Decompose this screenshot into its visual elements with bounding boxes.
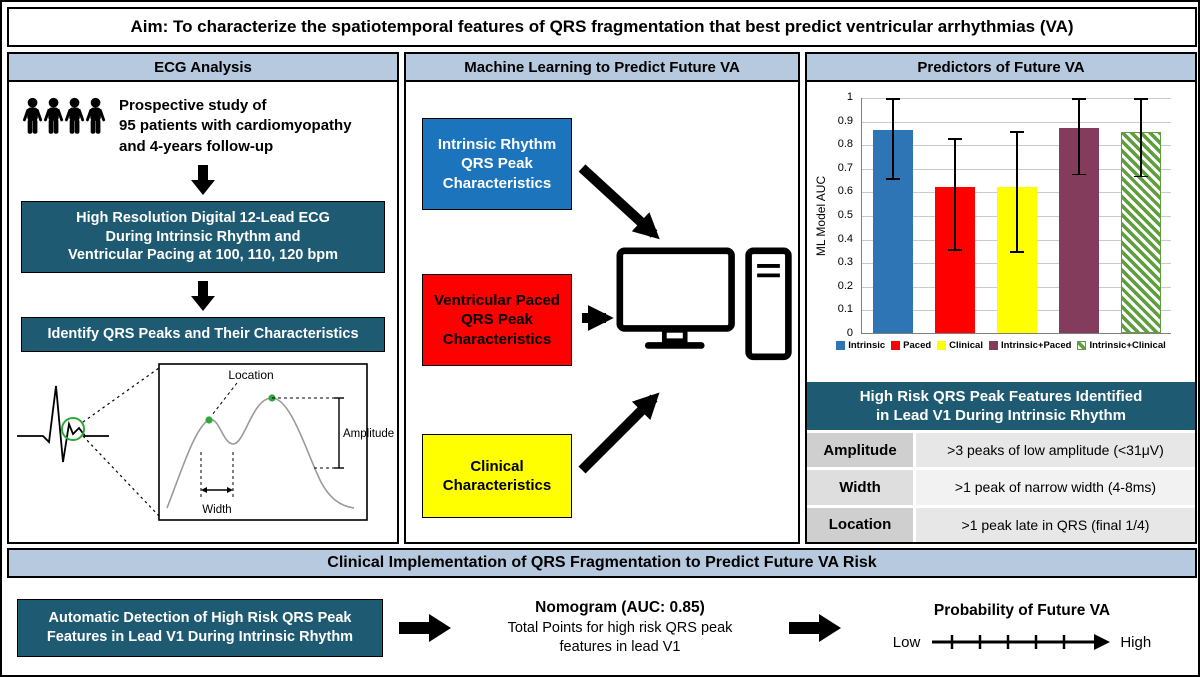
legend-label: Paced [903,340,932,351]
probability-scale: Low High [857,630,1187,654]
y-tick-label: 0.6 [837,185,853,198]
error-bar-cap [1010,131,1024,133]
y-tick-label: 0.5 [837,209,853,221]
nomogram-subtitle: Total Points for high risk QRS peak feat… [507,619,733,656]
features-table: Amplitude>3 peaks of low amplitude (<31μ… [807,430,1195,542]
error-bar-cap [1010,251,1024,253]
feature-label: Amplitude [807,433,913,468]
ecg-panel-body: Prospective study of 95 patients with ca… [9,82,397,542]
nomogram-block: Nomogram (AUC: 0.85) Total Points for hi… [467,598,773,658]
scale-high-label: High [1120,633,1152,651]
feature-value: >3 peaks of low amplitude (<31μV) [916,433,1195,468]
error-bar-cap [948,249,962,251]
legend-label: Intrinsic+Clinical [1089,340,1166,351]
features-table-header: High Risk QRS Peak Features Identified i… [807,382,1195,430]
intrinsic-rhythm-box: Intrinsic Rhythm QRS Peak Characteristic… [422,118,572,210]
ventricular-paced-box: Ventricular Paced QRS Peak Characteristi… [422,274,572,366]
panel-predictors: Predictors of Future VA ML Model AUC Int… [805,52,1197,544]
error-bar-cap [1072,173,1086,176]
right-arrow-icon [789,614,841,642]
peak-inset-box [158,363,368,521]
y-tick-label: 0 [846,327,853,339]
gridline [862,121,1171,123]
error-bar [1140,98,1142,176]
computer-icon [616,247,792,361]
svg-text:Amplitude: Amplitude [343,428,394,440]
ml-panel-title: Machine Learning to Predict Future VA [406,54,798,82]
qrs-notch-highlight [61,417,85,442]
legend-label: Clinical [949,340,983,351]
error-bar-cap [886,178,900,180]
legend-item: Intrinsic+Clinical [1077,340,1166,351]
ecg-trace [17,386,109,463]
y-tick-label: 0.1 [837,303,853,316]
legend-label: Intrinsic+Paced [1000,340,1072,351]
error-bar-cap [1134,175,1148,178]
error-bar-cap [886,98,900,100]
gridline [862,98,1171,99]
probability-scale-axis [932,634,1111,650]
people-icon [23,96,107,143]
legend-swatch [836,341,846,350]
feature-label: Location [807,507,913,542]
study-summary: Prospective study of 95 patients with ca… [9,82,397,157]
main-panels: ECG Analysis [7,52,1197,544]
feature-value: >1 peak of narrow width (4-8ms) [916,470,1195,505]
identify-peaks-box: Identify QRS Peaks and Their Characteris… [21,317,385,353]
ml-panel-body: Intrinsic Rhythm QRS Peak Characteristic… [406,82,798,542]
panel-ecg-analysis: ECG Analysis [7,52,399,544]
probability-title: Probability of Future VA [933,602,1111,619]
clinical-implementation-title: Clinical Implementation of QRS Fragmenta… [327,554,877,571]
down-arrow-icon [191,281,215,312]
aim-text: Aim: To characterize the spatiotemporal … [130,17,1074,36]
study-text: Prospective study of 95 patients with ca… [119,97,352,155]
error-bar [1016,131,1018,252]
scale-low-label: Low [892,633,921,651]
error-bar [892,98,894,179]
qrs-waveform-illustration: Location Amplitude Width [17,363,394,521]
svg-text:Location: Location [228,368,273,382]
legend-swatch [891,341,901,350]
feature-value: >1 peak late in QRS (final 1/4) [916,507,1195,542]
error-bar-cap [948,138,962,140]
legend-label: Intrinsic [848,340,886,351]
clinical-implementation-banner: Clinical Implementation of QRS Fragmenta… [7,548,1197,578]
y-tick-label: 0.3 [837,256,853,269]
error-bar-cap [1072,98,1086,100]
feature-label: Width [807,470,913,505]
clinical-characteristics-box: Clinical Characteristics [422,434,572,518]
clinical-implementation-row: Automatic Detection of High Risk QRS Pea… [7,582,1197,674]
predictors-panel-title: Predictors of Future VA [807,54,1195,82]
panel-machine-learning: Machine Learning to Predict Future VA In… [404,52,800,544]
svg-text:Width: Width [202,504,231,516]
ecg-acquisition-box: High Resolution Digital 12-Lead ECG Duri… [21,200,385,274]
legend-swatch [1077,341,1087,350]
y-tick-label: 0.4 [837,232,853,245]
legend-item: Intrinsic+Paced [988,340,1072,351]
ecg-panel-title: ECG Analysis [9,54,397,82]
probability-block: Probability of Future VA Low High [857,602,1187,654]
legend-item: Clinical [937,340,983,351]
legend-item: Paced [891,340,931,351]
legend-item: Intrinsic [836,340,885,351]
aim-banner: Aim: To characterize the spatiotemporal … [7,7,1197,47]
legend-swatch [988,341,998,350]
right-arrow-icon [399,614,451,642]
nomogram-title: Nomogram (AUC: 0.85) [535,598,705,616]
y-tick-label: 0.2 [837,279,853,292]
error-bar-cap [1134,98,1148,100]
error-bar [1078,98,1080,174]
y-tick-label: 0.9 [837,114,853,127]
y-tick-label: 1 [846,91,853,103]
legend-swatch [937,341,947,350]
chart-legend: Intrinsic Paced Clinical Intrinsic+Paced Int… [807,340,1195,351]
y-tick-label: 0.8 [837,138,853,151]
y-tick-label: 0.7 [837,161,853,174]
automatic-detection-box: Automatic Detection of High Risk QRS Pea… [17,599,383,657]
error-bar [954,138,956,250]
down-arrow-icon [191,164,215,195]
chart-plot-area [861,98,1171,334]
